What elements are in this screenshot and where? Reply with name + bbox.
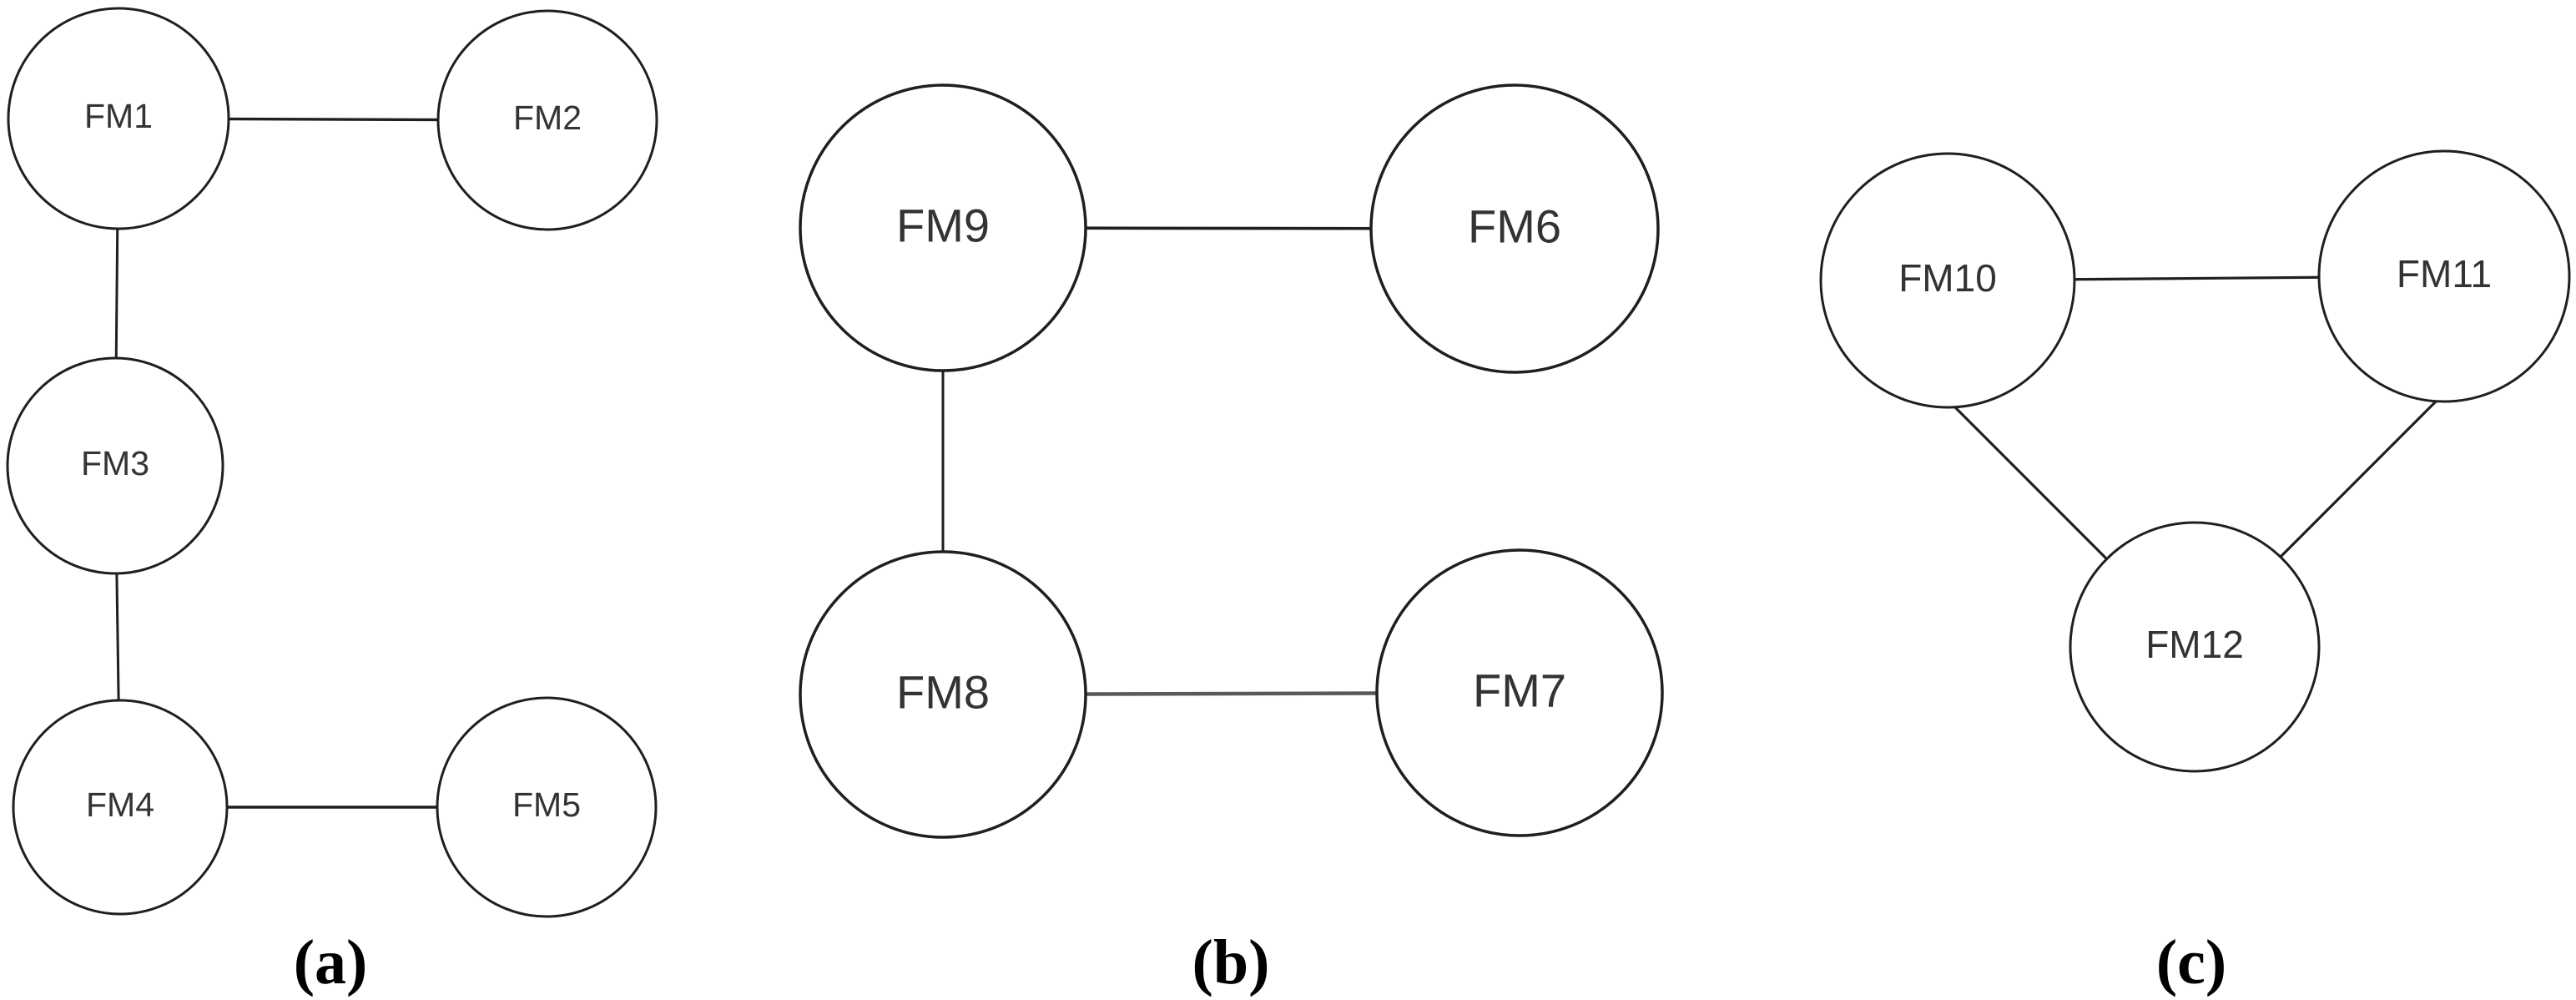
node-fm7-circle xyxy=(1375,548,1664,837)
caption-c: (c) xyxy=(2156,927,2226,997)
node-fm12-circle xyxy=(2069,521,2321,773)
node-fm4-circle xyxy=(12,699,229,916)
node-fm3-label: FM3 xyxy=(81,444,149,482)
node-fm11-label: FM11 xyxy=(2397,252,2492,295)
node-fm5-label: FM5 xyxy=(512,785,581,824)
node-fm2-label: FM2 xyxy=(513,98,582,137)
node-fm10-circle xyxy=(1819,152,2076,409)
caption-a: (a) xyxy=(294,927,368,997)
node-fm11-circle xyxy=(2317,149,2571,403)
node-fm3-circle xyxy=(6,356,224,575)
node-fm7-label: FM7 xyxy=(1473,664,1566,717)
node-fm8-circle xyxy=(799,550,1087,839)
node-fm5-circle xyxy=(436,696,658,918)
node-fm1-circle xyxy=(7,7,230,230)
node-fm1-label: FM1 xyxy=(84,97,153,135)
node-fm9-label: FM9 xyxy=(896,199,990,252)
caption-b: (b) xyxy=(1192,927,1270,997)
node-fm6-circle xyxy=(1369,83,1660,374)
node-fm10-label: FM10 xyxy=(1898,256,1997,300)
node-fm2-circle xyxy=(436,9,658,231)
node-fm6-label: FM6 xyxy=(1468,200,1561,253)
node-fm4-label: FM4 xyxy=(86,785,154,824)
node-fm12-label: FM12 xyxy=(2145,623,2244,666)
node-fm8-label: FM8 xyxy=(896,666,990,719)
node-fm9-circle xyxy=(799,83,1087,372)
